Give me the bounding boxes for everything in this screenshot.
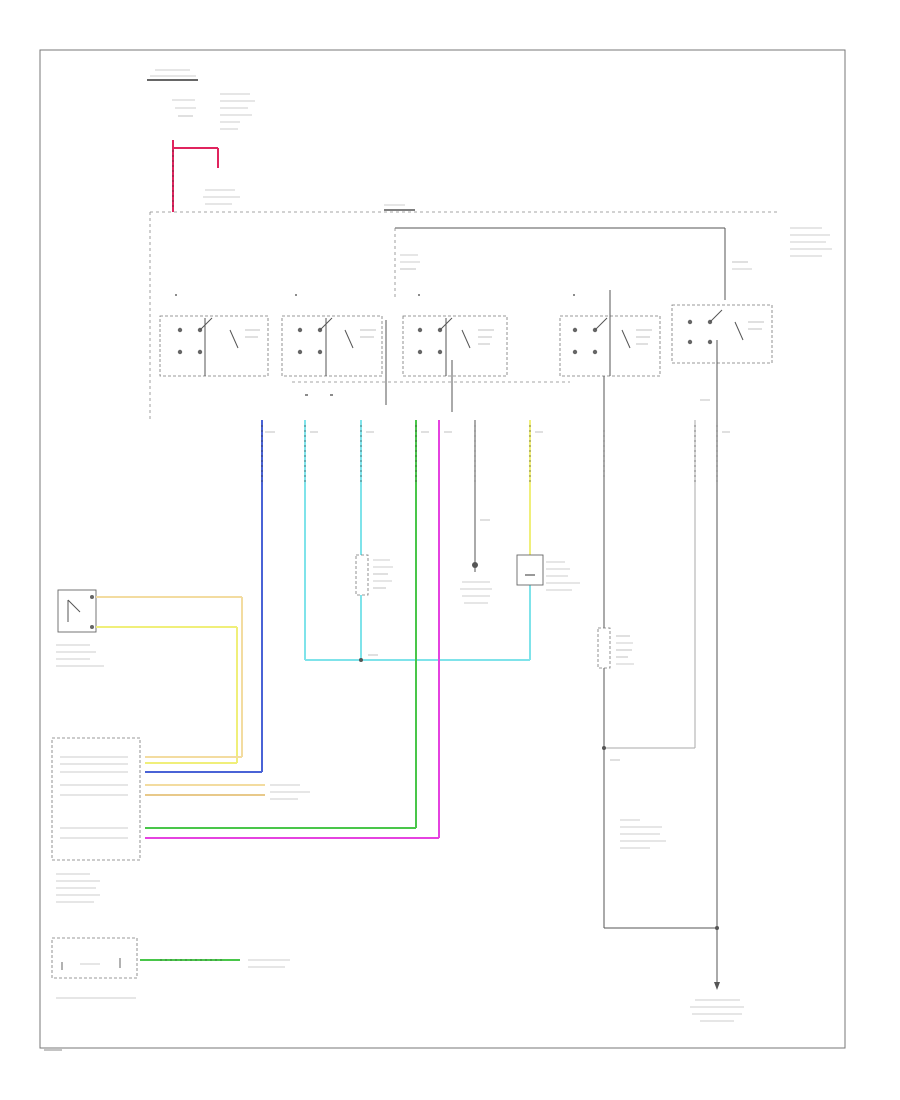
right-sensor: [516, 554, 580, 591]
left-sensor: [355, 554, 393, 596]
top-bus-line: [149, 204, 780, 420]
relay-contact-icon: [281, 315, 383, 377]
wire-black-right: [603, 376, 717, 929]
temperature-sensor: [56, 589, 243, 763]
ground-icon: [690, 982, 744, 1022]
relay-contact-icon: [159, 315, 269, 377]
center-component: [460, 519, 492, 604]
relay-contact-icon: [402, 315, 508, 377]
splice-points: [359, 654, 719, 930]
connector-dot-icon: [472, 562, 478, 568]
wire-magenta: [145, 420, 440, 839]
relay-contact-icon: [671, 304, 773, 364]
relay-feed-notes: [400, 254, 752, 270]
right-resistor: [597, 627, 634, 669]
engine-control-module: [51, 737, 310, 903]
fusible-link-note: [790, 227, 832, 257]
hvac-control-module: [51, 937, 290, 999]
diagram-frame: [39, 49, 846, 1049]
fuse-note-block: [172, 93, 255, 130]
relay-bank: [159, 290, 773, 412]
right-note-block: [620, 819, 666, 849]
wire-tags: [265, 399, 730, 433]
wire-green: [145, 420, 417, 829]
wire-cyan-left: [304, 420, 530, 661]
wire-blue: [145, 420, 263, 773]
wire-gray-right: [604, 420, 696, 749]
relay-contact-icon: [559, 290, 661, 377]
power-source-header: [147, 69, 198, 81]
power-distribution-note: [203, 189, 240, 205]
power-feed-red: [172, 140, 219, 212]
